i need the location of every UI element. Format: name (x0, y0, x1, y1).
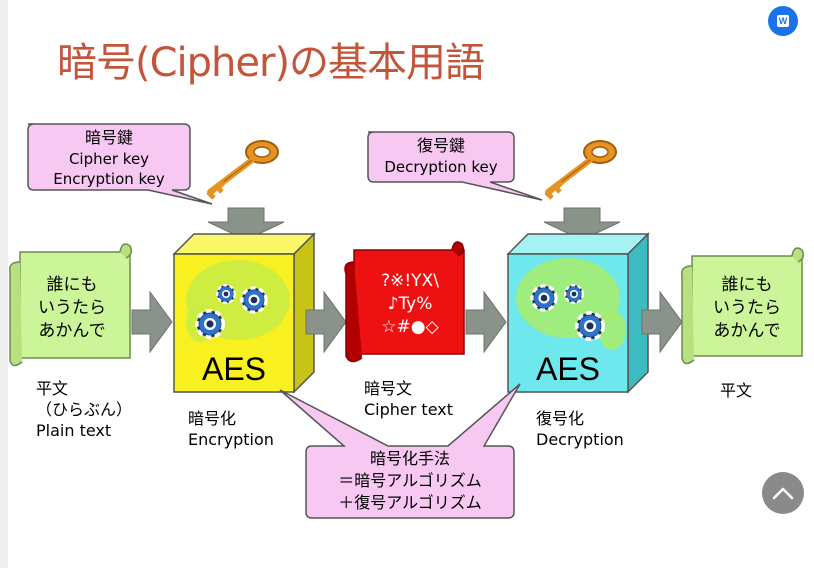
right-arrow (641, 290, 683, 354)
label-ciphertext-en: Cipher text (364, 400, 453, 419)
callout-encryption-key: 暗号鍵 Cipher key Encryption key (27, 123, 213, 205)
label-ciphertext-jp: 暗号文 (364, 379, 413, 398)
left-edge-bar (0, 0, 8, 568)
callout-algorithm-line1: 暗号化手法 (370, 449, 450, 468)
callout-encryption-key-line2: Cipher key (69, 150, 149, 168)
callout-encryption-key-line1: 暗号鍵 (85, 128, 133, 147)
scroll-to-top-button[interactable] (762, 472, 804, 514)
plaintext-line: 誰にも (47, 275, 98, 295)
label-decryption-jp: 復号化 (536, 409, 585, 428)
encryption-box-label: AES (202, 351, 266, 387)
label-decryption-en: Decryption (536, 430, 624, 449)
callout-decryption-key-line2: Decryption key (384, 158, 497, 176)
callout-algorithm-line2: ＝暗号アルゴリズム (338, 471, 482, 490)
plaintext-scroll-left: 誰にも いうたら あかんで (8, 243, 133, 367)
right-arrow (131, 290, 173, 354)
label-ciphertext: 暗号文 Cipher text (364, 378, 453, 420)
plaintext-line: 誰にも (722, 275, 773, 295)
callout-encryption-key-line3: Encryption key (53, 170, 165, 188)
plaintext-line: あかんで (38, 321, 105, 341)
label-plaintext-reading: （ひらぶん） (36, 400, 133, 419)
label-encryption-jp: 暗号化 (188, 409, 237, 428)
plaintext-line: いうたら (38, 298, 106, 318)
right-arrow (305, 290, 347, 354)
ciphertext-line: ♪Ty% (388, 294, 433, 314)
callout-decryption-key-line1: 復号鍵 (417, 136, 465, 155)
plaintext-line: あかんで (713, 321, 780, 341)
label-plaintext-jp: 平文 (36, 379, 69, 398)
ciphertext-line: ?※!YX\ (381, 271, 439, 291)
label-decryption: 復号化 Decryption (536, 408, 624, 450)
label-plaintext-left: 平文 （ひらぶん） Plain text (36, 378, 132, 441)
decryption-box: AES (506, 232, 650, 394)
label-encryption-en: Encryption (188, 430, 274, 449)
ciphertext-line: ☆#●◇ (381, 317, 439, 337)
key-icon (548, 141, 616, 198)
decryption-box-label: AES (536, 351, 600, 387)
key-icon (210, 141, 278, 198)
ciphertext-scroll: ?※!YX\ ♪Ty% ☆#●◇ (344, 241, 465, 363)
callout-algorithm-line3: ＋復号アルゴリズム (338, 493, 482, 512)
scroll-to-top-icon (772, 487, 794, 500)
plaintext-line: いうたら (713, 298, 781, 318)
page-title: 暗号(Cipher)の基本用語 (57, 40, 485, 86)
right-arrow (465, 290, 507, 354)
label-plaintext-en: Plain text (36, 421, 112, 440)
callout-algorithm: 暗号化手法 ＝暗号アルゴリズム ＋復号アルゴリズム (279, 383, 521, 519)
plaintext-scroll-right: 誰にも いうたら あかんで (680, 247, 805, 365)
label-encryption: 暗号化 Encryption (188, 408, 274, 450)
label-plaintext-right: 平文 (720, 381, 753, 400)
word-icon[interactable]: W (768, 6, 798, 36)
down-arrow (207, 207, 285, 241)
down-arrow (543, 207, 621, 241)
encryption-box: AES (172, 232, 316, 394)
callout-decryption-key: 復号鍵 Decryption key (367, 131, 543, 201)
